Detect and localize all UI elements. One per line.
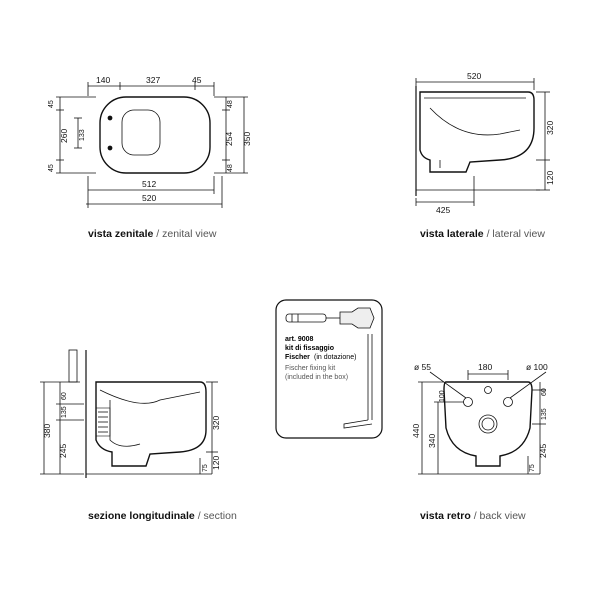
dim-135-section: 135 <box>61 406 68 418</box>
caption-section-view-it: sezione longitudinale <box>88 510 195 522</box>
dim-327: 327 <box>146 75 160 85</box>
dim-48-top: 48 <box>227 100 234 108</box>
caption-top-view-en: / zenital view <box>156 228 217 240</box>
dim-260: 260 <box>59 129 69 143</box>
caption-back-view-en: / back view <box>473 510 526 522</box>
lateral-view <box>415 78 550 206</box>
caption-back-view: vista retro / back view <box>420 510 526 522</box>
dim-d100: ø 100 <box>526 362 548 372</box>
caption-lateral-view-en: / lateral view <box>486 228 545 240</box>
caption-section-view: sezione longitudinale / section <box>88 510 237 522</box>
fixing-kit-frame <box>275 299 383 439</box>
caption-lateral-view: vista laterale / lateral view <box>420 228 545 240</box>
dim-60-section: 60 <box>61 392 68 400</box>
dim-512: 512 <box>142 179 156 189</box>
dim-133: 133 <box>79 129 86 141</box>
dim-120-section: 120 <box>211 456 221 470</box>
dim-350: 350 <box>242 132 252 146</box>
dim-60-back: 60 <box>541 388 548 396</box>
kit-title-en: Fischer fixing kit <box>285 365 335 372</box>
dim-48-bottom: 48 <box>227 164 234 172</box>
back-view <box>418 370 547 475</box>
kit-article: art. 9008 <box>285 336 314 343</box>
fixing-bolt-icon <box>339 307 375 329</box>
dim-520-top: 520 <box>142 193 156 203</box>
back-bowl-outline <box>443 381 533 467</box>
caption-section-view-en: / section <box>197 510 237 522</box>
section-bowl-outline <box>95 381 207 467</box>
caption-top-view-it: vista zenitale <box>88 228 154 240</box>
top-view-dimensions: 140 327 45 45 260 133 45 48 254 350 48 5… <box>48 75 252 203</box>
dim-340: 340 <box>427 434 437 448</box>
dim-320-lateral: 320 <box>545 121 555 135</box>
dim-380: 380 <box>42 424 52 438</box>
dim-140: 140 <box>96 75 110 85</box>
caption-lateral-view-it: vista laterale <box>420 228 484 240</box>
dim-245-section: 245 <box>58 444 68 458</box>
top-view-bowl-outline <box>99 96 211 174</box>
dim-520-lateral: 520 <box>467 71 481 81</box>
dim-120-lateral: 120 <box>545 171 555 185</box>
kit-title-it: kit di fissaggio <box>285 345 334 352</box>
dim-320-section: 320 <box>211 416 221 430</box>
fixing-kit-panel <box>275 299 383 439</box>
kit-included-it: (in dotazione) <box>314 354 356 361</box>
back-fixing-hole-left <box>463 397 473 407</box>
back-view-dimensions: ø 55 180 ø 100 100 440 340 60 135 245 75 <box>411 362 548 472</box>
caption-back-view-it: vista retro <box>420 510 471 522</box>
top-view-seat-inner <box>121 109 161 156</box>
top-view <box>56 82 248 208</box>
lateral-view-dimensions: 520 320 120 425 <box>436 71 555 215</box>
dim-245-back: 245 <box>538 444 548 458</box>
dim-45-top: 45 <box>192 75 202 85</box>
section-flush-pipe <box>68 349 78 383</box>
dim-75-section: 75 <box>202 464 209 472</box>
caption-top-view: vista zenitale / zenital view <box>88 228 216 240</box>
dim-425: 425 <box>436 205 450 215</box>
dim-254: 254 <box>224 132 234 146</box>
section-view <box>40 349 218 478</box>
dim-135-back: 135 <box>541 408 548 420</box>
dim-45-left-top: 45 <box>48 100 55 108</box>
kit-brand: Fischer <box>285 354 310 361</box>
back-drain-inner <box>481 417 495 431</box>
back-fixing-hole-right <box>503 397 513 407</box>
section-view-dimensions: 60 135 380 245 320 120 75 <box>42 392 221 472</box>
fixing-kit-text: art. 9008 kit di fissaggio Fischer (in d… <box>285 336 356 381</box>
lateral-bowl-outline <box>419 91 535 173</box>
back-drain-outer <box>478 414 498 434</box>
dim-100-back: 100 <box>439 390 446 402</box>
kit-included-en: (included in the box) <box>285 374 348 381</box>
dim-75-back: 75 <box>529 464 536 472</box>
dim-180: 180 <box>478 362 492 372</box>
dim-45-left-bottom: 45 <box>48 164 55 172</box>
dim-440: 440 <box>411 424 421 438</box>
back-water-inlet <box>484 386 492 394</box>
dim-d55: ø 55 <box>414 362 431 372</box>
